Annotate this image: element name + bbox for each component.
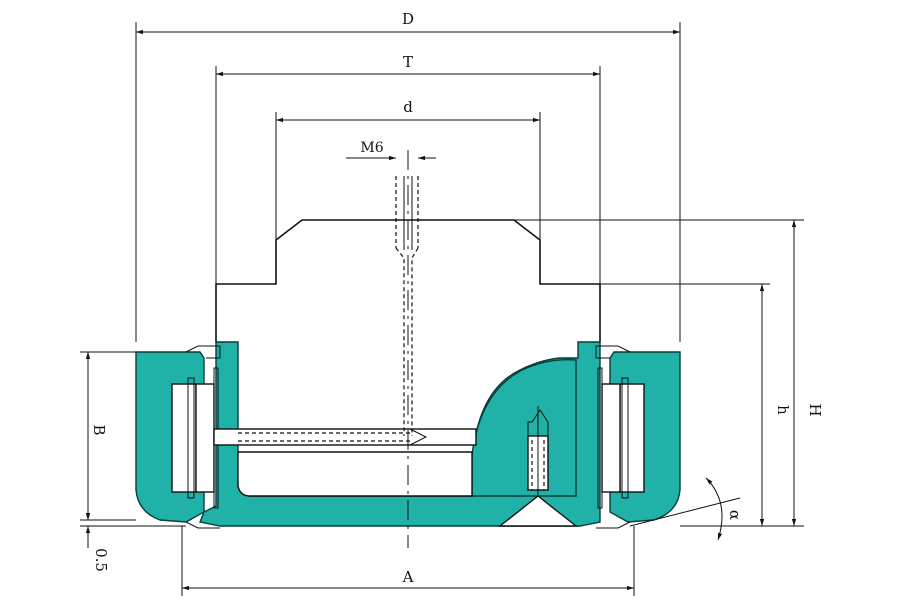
seal-left <box>185 345 221 359</box>
label-A: A <box>402 568 414 586</box>
label-B: B <box>90 424 108 435</box>
dimension-d <box>275 112 541 240</box>
dimension-gap <box>80 500 186 548</box>
label-T: T <box>403 53 413 71</box>
dimension-h <box>600 283 770 527</box>
seal-bottom-right <box>596 521 631 529</box>
label-H: H <box>806 403 824 416</box>
label-d: d <box>403 98 413 116</box>
dimension-T <box>215 66 601 284</box>
curved-boss <box>471 359 577 497</box>
housing-cavity <box>237 451 473 497</box>
grease-channel <box>395 176 419 436</box>
roller-right <box>597 367 645 509</box>
horizontal-pin <box>213 428 477 446</box>
roller-left <box>171 367 219 509</box>
label-h: h <box>774 405 792 415</box>
label-D: D <box>402 10 414 28</box>
dimension-D <box>135 22 681 342</box>
dimension-B <box>80 351 136 521</box>
seal-right <box>595 345 631 359</box>
label-M6: M6 <box>360 140 383 156</box>
bottom-notch <box>497 495 579 527</box>
dimension-alpha <box>629 477 741 541</box>
seal-bottom-left <box>185 521 220 529</box>
label-gap: 0.5 <box>92 548 110 572</box>
vertical-bolt <box>527 406 549 500</box>
dimension-A <box>181 526 635 596</box>
label-alpha: α <box>726 510 744 520</box>
